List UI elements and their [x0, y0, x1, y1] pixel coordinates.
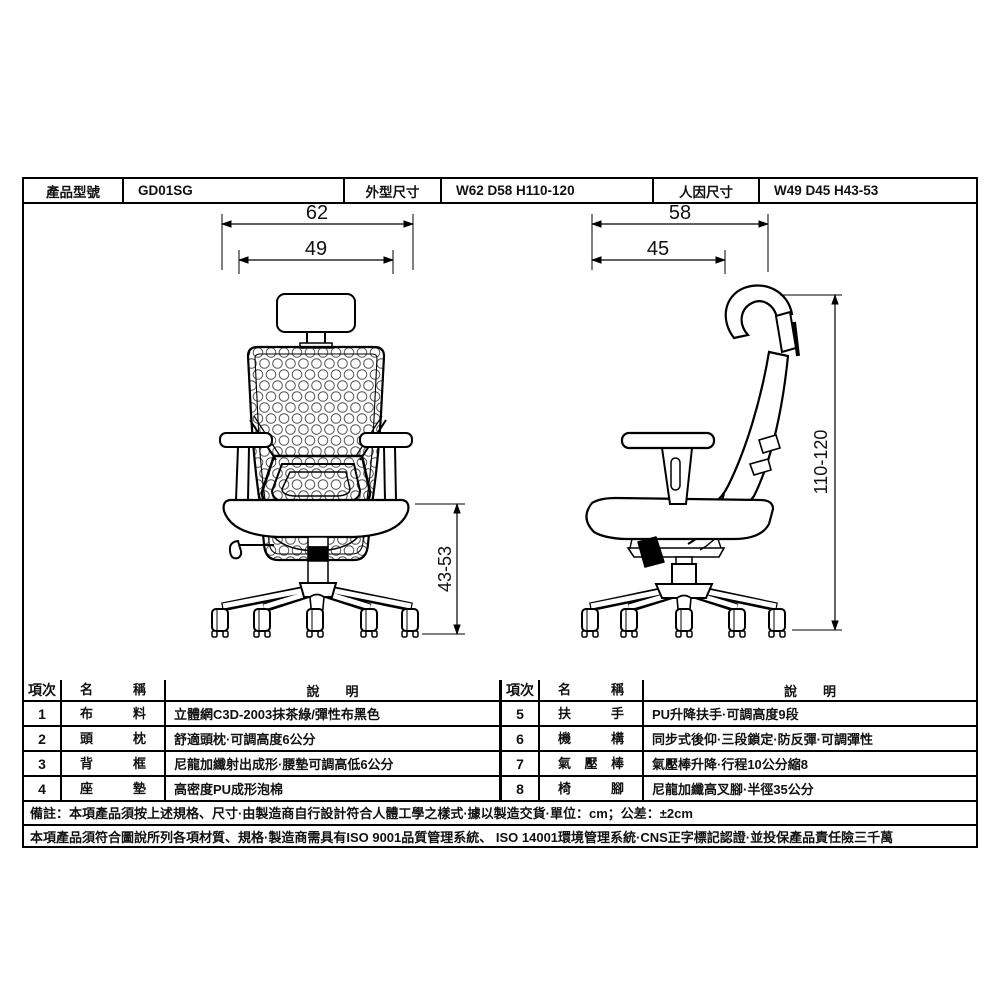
front-view-drawing: 62 49: [211, 202, 465, 638]
front-right-armrest: [359, 432, 413, 501]
side-seat-mechanism: [626, 538, 726, 558]
front-adjust-lever: [228, 539, 274, 560]
column-header-name: 名 稱: [540, 680, 644, 700]
model-label: 產品型號: [24, 179, 124, 202]
part-name: 頭 枕: [62, 727, 166, 750]
part-no: 8: [502, 777, 540, 800]
front-width-inner-label: 49: [305, 238, 327, 260]
table-header-row: 項次 名 稱 說 明: [502, 680, 976, 702]
front-headrest: [276, 293, 356, 333]
side-armrest: [620, 431, 716, 505]
table-row: 1 布 料 立體網C3D-2003抹茶綠/彈性布黑色: [24, 702, 499, 727]
parts-table-right: 項次 名 稱 說 明 5 扶 手 PU升降扶手·可調高度9段 6 機 構 同步式…: [501, 680, 976, 802]
front-width-inner-dimension: 49: [237, 238, 395, 274]
column-header-name: 名 稱: [62, 680, 166, 700]
part-name: 布 料: [62, 702, 166, 725]
part-name: 背 框: [62, 752, 166, 775]
outer-size-value: W62 D58 H110-120: [442, 179, 654, 202]
front-width-outer-label: 62: [306, 204, 328, 224]
part-desc: 尼龍加纖射出成形·腰墊可調高低6公分: [174, 757, 394, 772]
parts-tables: 項次 名 稱 說 明 1 布 料 立體網C3D-2003抹茶綠/彈性布黑色 2 …: [24, 680, 976, 802]
side-depth-outer-dimension: 58: [590, 202, 770, 272]
parts-table-left: 項次 名 稱 說 明 1 布 料 立體網C3D-2003抹茶綠/彈性布黑色 2 …: [24, 680, 501, 802]
column-header-no: 項次: [24, 680, 62, 700]
part-desc: PU升降扶手·可調高度9段: [652, 707, 799, 722]
part-no: 1: [24, 702, 62, 725]
model-value: GD01SG: [124, 179, 345, 202]
side-view-drawing: 58 45: [581, 202, 842, 638]
part-desc: 氣壓棒升降·行程10公分縮8: [652, 757, 809, 772]
side-depth-inner-label: 45: [647, 238, 669, 260]
part-name: 機 構: [540, 727, 644, 750]
ergo-size-value: W49 D45 H43-53: [774, 183, 879, 198]
table-row: 4 座 墊 高密度PU成形泡棉: [24, 777, 499, 802]
front-headrest-stem: [299, 332, 333, 349]
table-row: 6 機 構 同步式後仰·三段鎖定·防反彈·可調彈性: [502, 727, 976, 752]
front-seat-height-dimension: 43-53: [415, 502, 465, 636]
side-seat-cushion: [585, 496, 775, 541]
part-desc: 尼龍加纖高叉腳·半徑35公分: [652, 782, 814, 797]
side-total-height-label: 110-120: [811, 430, 831, 495]
part-name: 氣 壓 棒: [540, 752, 644, 775]
side-casters: [581, 608, 786, 638]
side-depth-inner-dimension: 45: [590, 238, 727, 274]
front-left-armrest: [219, 432, 273, 501]
part-name: 椅 腳: [540, 777, 644, 800]
part-desc: 同步式後仰·三段鎖定·防反彈·可調彈性: [652, 732, 873, 747]
side-depth-outer-label: 58: [669, 204, 691, 224]
part-desc: 舒適頭枕·可調高度6公分: [174, 732, 316, 747]
part-no: 6: [502, 727, 540, 750]
side-headrest: [724, 284, 800, 357]
column-header-desc: 說 明: [306, 683, 359, 699]
table-row: 2 頭 枕 舒適頭枕·可調高度6公分: [24, 727, 499, 752]
remarks-section: 備註：本項產品須按上述規格、尺寸·由製造商自行設計符合人體工學之樣式·據以製造交…: [24, 802, 976, 850]
front-seat-cushion: [222, 498, 410, 539]
part-no: 7: [502, 752, 540, 775]
table-header-row: 項次 名 稱 說 明: [24, 680, 499, 702]
spec-sheet: 產品型號 GD01SG 外型尺寸 W62 D58 H110-120 人因尺寸 W…: [22, 177, 978, 848]
front-gas-cylinder: [307, 536, 329, 584]
front-casters: [211, 608, 419, 638]
front-seat-height-label: 43-53: [435, 546, 455, 592]
side-tilt-lever: [637, 536, 665, 568]
side-base-legs: [589, 583, 778, 631]
remark-line-1: 備註：本項產品須按上述規格、尺寸·由製造商自行設計符合人體工學之樣式·據以製造交…: [24, 802, 976, 826]
table-row: 3 背 框 尼龍加纖射出成形·腰墊可調高低6公分: [24, 752, 499, 777]
table-row: 5 扶 手 PU升降扶手·可調高度9段: [502, 702, 976, 727]
side-total-height-dimension: 110-120: [780, 293, 842, 632]
part-name: 座 墊: [62, 777, 166, 800]
chair-technical-drawing: 62 49: [211, 202, 842, 638]
ergo-size-label: 人因尺寸: [654, 179, 760, 202]
part-name: 扶 手: [540, 702, 644, 725]
table-row: 7 氣 壓 棒 氣壓棒升降·行程10公分縮8: [502, 752, 976, 777]
front-width-outer-dimension: 62: [220, 202, 415, 270]
part-desc: 高密度PU成形泡棉: [174, 782, 284, 797]
table-row: 8 椅 腳 尼龍加纖高叉腳·半徑35公分: [502, 777, 976, 802]
side-lumbar-brackets: [748, 434, 782, 476]
drawing-area: 62 49: [24, 202, 976, 680]
outer-size-label: 外型尺寸: [345, 179, 442, 202]
column-header-no: 項次: [502, 680, 540, 700]
part-no: 5: [502, 702, 540, 725]
part-no: 2: [24, 727, 62, 750]
part-no: 4: [24, 777, 62, 800]
part-no: 3: [24, 752, 62, 775]
part-desc: 立體網C3D-2003抹茶綠/彈性布黑色: [174, 707, 380, 722]
spec-header-row: 產品型號 GD01SG 外型尺寸 W62 D58 H110-120 人因尺寸 W…: [24, 179, 976, 204]
column-header-desc: 說 明: [783, 683, 836, 699]
remark-line-2: 本項產品須符合圖說所列各項材質、規格·製造商需具有ISO 9001品質管理系統、…: [30, 830, 894, 845]
